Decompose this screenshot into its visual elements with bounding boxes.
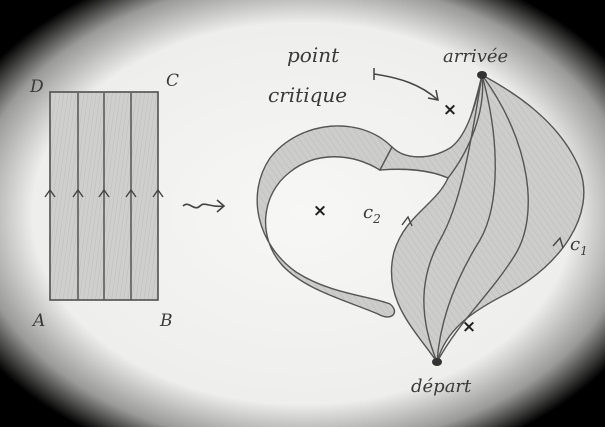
fan-flow-curves [423,74,529,363]
c1-arrow-icon [552,236,564,249]
loop-band [256,125,396,318]
corner-label-c: C [166,71,179,91]
corner-label-a: A [31,311,45,331]
fan-curve [423,74,483,363]
up-arrow-icon [125,188,137,198]
square-domain [44,91,164,301]
corner-label-b: B [159,311,173,331]
curve-c1-label: c1 [570,234,588,258]
fan-curve [436,74,496,363]
critical-point-label-line1: point [287,43,340,67]
up-arrow-icon [98,188,110,198]
up-arrow-icon [44,188,56,198]
arrival-label: arrivée [443,46,508,67]
c2-arrow-icon [401,215,413,227]
critical-point-label-line2: critique [268,83,347,107]
departure-label: départ [411,376,472,397]
vertical-flow-lines [77,93,132,300]
up-arrow-icon [152,188,164,198]
pointer-arrow-icon [373,68,439,101]
upward-arrowheads [44,188,164,198]
mapping-arrow-icon [182,199,226,213]
corner-label-d: D [29,77,44,97]
curve-c2-label: c2 [363,202,381,226]
departure-point [432,358,442,366]
up-arrow-icon [72,188,84,198]
arrival-point [477,71,487,79]
critical-point-cross-bottom: × [462,317,476,337]
critical-point-cross-left: × [313,201,327,221]
fan-curve [436,74,529,363]
critical-point-cross-top: × [443,100,457,120]
deformed-strip [256,71,585,366]
